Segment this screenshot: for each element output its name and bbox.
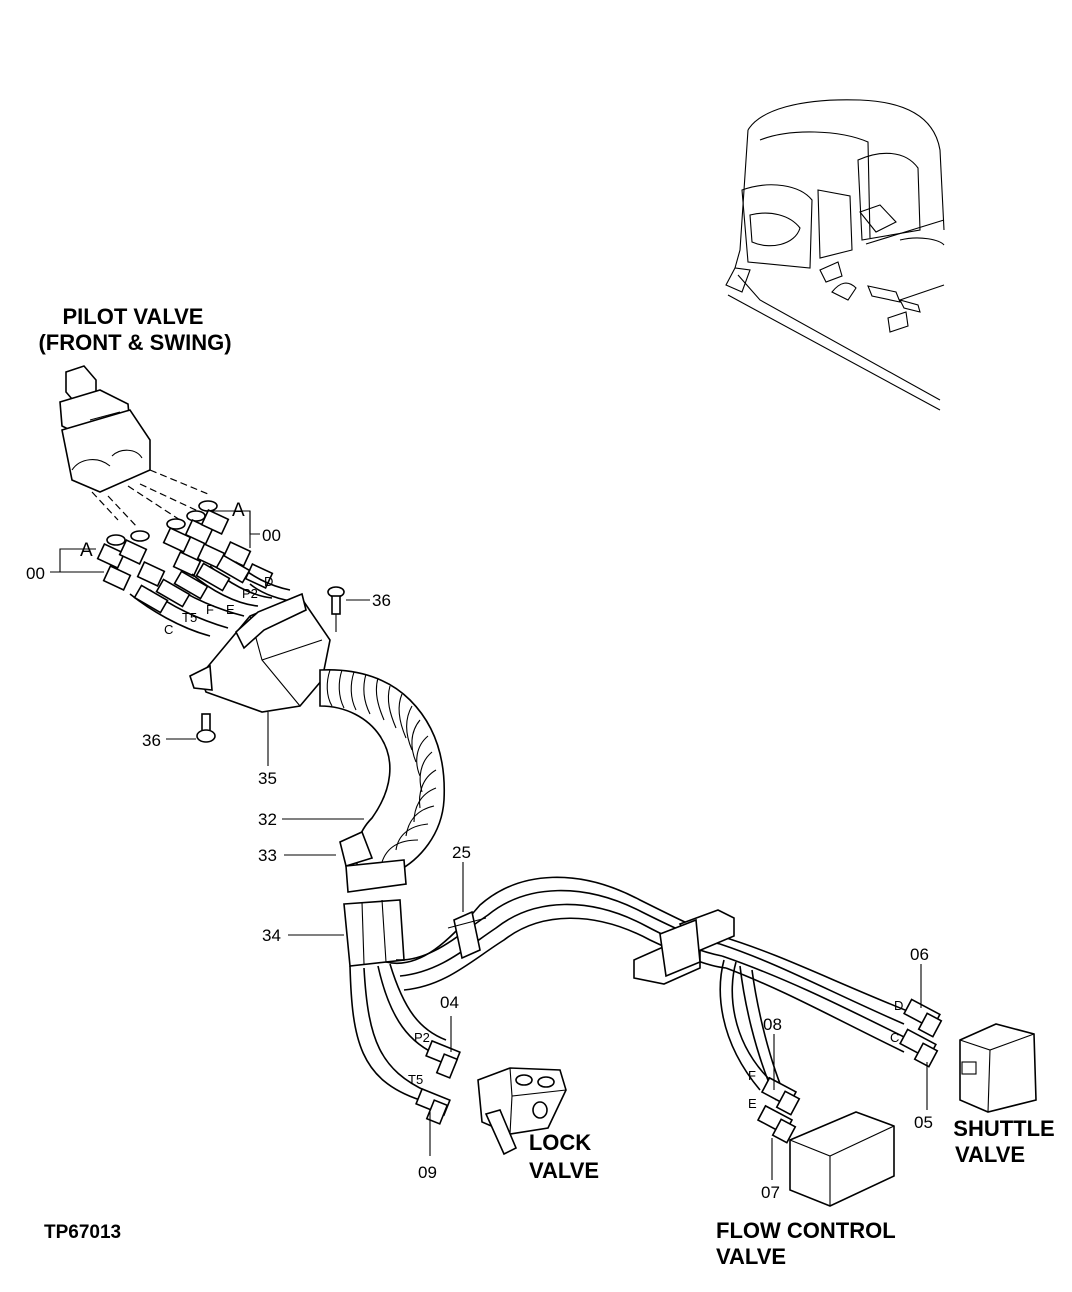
main-hose-bundle [349,876,911,1101]
callout-04: 04 [440,993,459,1012]
flow-control-fittings [756,1076,801,1144]
shuttle-valve-fittings [899,998,943,1068]
callout-32: 32 [258,810,277,829]
callout-34: 34 [262,926,281,945]
callout-07: 07 [761,1183,780,1202]
hose-letter-t5-top: T5 [182,610,197,625]
shuttle-valve-body [959,1023,1037,1113]
pilot-valve-fittings [96,500,274,591]
clamp-25 [447,910,487,960]
drawing-id: TP67013 [44,1222,121,1243]
mid-clamp-block [633,909,735,985]
hose-sleeves-upper [133,554,251,614]
ref-a-left: A [80,540,93,561]
bolt-36-left [196,713,216,743]
hose-letter-f-top: F [206,602,214,617]
hose-letter-c: C [890,1030,899,1045]
flow-control-valve-label-line2: VALVE [716,1244,786,1269]
bolt-36-right [327,586,345,615]
part-callouts: 36 36 35 32 33 34 25 04 09 06 05 08 07 0… [26,500,933,1202]
clamp-33-34 [339,830,407,967]
callout-33: 33 [258,846,277,865]
shuttle-valve-label-line1: SHUTTLE [953,1116,1054,1141]
lock-valve-fittings [415,1039,461,1125]
callout-25: 25 [452,843,471,862]
hose-letter-t5: T5 [408,1072,423,1087]
lock-valve-body [477,1067,567,1156]
corrugated-tube-32 [319,668,446,873]
excavator-cab-inset [725,99,945,411]
callout-36-right: 36 [372,591,391,610]
hose-letter-p2: P2 [414,1030,430,1045]
callout-00-right: 00 [262,526,281,545]
hose-letter-d-top: D [264,574,273,589]
hose-letter-e: E [748,1096,757,1111]
pilot-valve-label-line1: PILOT VALVE [63,304,204,329]
lock-valve-label-line1: LOCK [529,1130,591,1155]
component-labels: PILOT VALVE (FRONT & SWING) LOCK VALVE F… [38,304,1054,1269]
hose-letter-e-top: E [226,602,235,617]
callout-08: 08 [763,1015,782,1034]
pilot-valve-label-line2: (FRONT & SWING) [38,330,231,355]
flow-control-valve-body [789,1111,895,1207]
callout-00-left: 00 [26,564,45,583]
callout-09: 09 [418,1163,437,1182]
lock-valve-label-line2: VALVE [529,1158,599,1183]
hose-letter-c-top: C [164,622,173,637]
hose-letter-d: D [894,998,903,1013]
pilot-valve-drawing [59,365,209,529]
leader-lines [50,510,928,1180]
hose-letter-f: F [748,1068,756,1083]
shuttle-valve-label-line2: VALVE [955,1142,1025,1167]
callout-36-left: 36 [142,731,161,750]
hose-letter-p2-top: P2 [242,586,258,601]
callout-05: 05 [914,1113,933,1132]
callout-06: 06 [910,945,929,964]
callout-35: 35 [258,769,277,788]
flow-control-valve-label-line1: FLOW CONTROL [716,1218,896,1243]
hose-letter-labels: D P2 E F T5 C P2 T5 D C F E [164,574,903,1111]
ref-a-right: A [232,500,245,521]
